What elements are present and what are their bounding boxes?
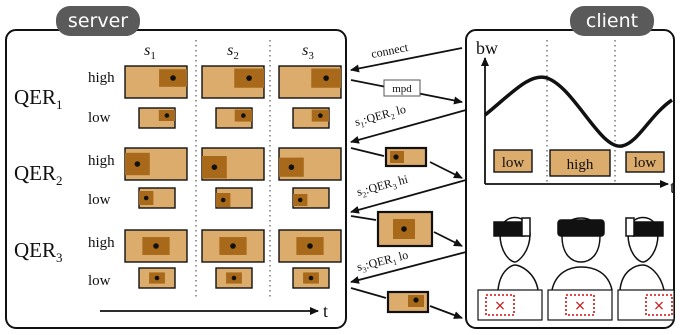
- request-s2-label: s2:QER3 hi: [355, 172, 410, 201]
- qer1-low-label: low: [88, 110, 111, 126]
- mpd-label: mpd: [392, 83, 412, 95]
- request-s3-arrow: s3:QER1 lo: [350, 248, 467, 284]
- client-tag-bg: [570, 6, 654, 36]
- qer1-high-label: high: [88, 70, 115, 86]
- quality-box-3: low: [625, 151, 665, 173]
- tile-qer3-s3-low: [292, 267, 330, 289]
- packet-s2: [376, 210, 434, 248]
- request-s1-arrow: s1:QER2 lo: [350, 102, 467, 144]
- quality-box-2: high: [549, 149, 611, 177]
- bandwidth-curve: [483, 75, 674, 148]
- server-tiles: [124, 65, 342, 289]
- connect-label: connect: [370, 40, 410, 61]
- server-tag-bg: [56, 6, 140, 36]
- client-title: client: [586, 10, 638, 32]
- tile-qer2-s1-low: [138, 187, 176, 209]
- tile-qer1-s3-high: [278, 65, 342, 99]
- svg-text:×: ×: [494, 298, 506, 314]
- qer3-low-label: low: [88, 273, 111, 289]
- client-tag: client: [570, 6, 654, 36]
- tile-qer3-s2-high: [201, 229, 265, 263]
- tile-qer2-s3-low: [292, 187, 330, 209]
- qer1-label: QER1: [14, 85, 63, 112]
- server-tag: server: [56, 6, 140, 36]
- server-time-label: t: [323, 301, 328, 321]
- tile-qer1-s2-low: [215, 107, 253, 129]
- packet-s1: [384, 146, 428, 168]
- viewer-head-left: [493, 216, 539, 291]
- viewer-head-center: [551, 217, 613, 291]
- missing-tile-3: ×: [645, 294, 673, 316]
- response-s1-arrow: [350, 147, 463, 179]
- viewer-head-right: [619, 216, 665, 291]
- tile-qer1-s2-high: [201, 65, 265, 99]
- quality-box-1: low: [493, 149, 533, 173]
- quality-box-1-label: low: [502, 155, 525, 171]
- tile-qer2-s1-high: [124, 147, 188, 181]
- segment-header-s2: s2: [227, 42, 239, 62]
- svg-text:×: ×: [653, 298, 665, 314]
- svg-text:×: ×: [574, 298, 586, 314]
- qer2-low-label: low: [88, 192, 111, 208]
- client-time-label: t: [670, 177, 675, 197]
- tile-qer3-s3-high: [278, 229, 342, 263]
- tile-qer3-s2-low: [215, 267, 253, 289]
- qer3-label: QER3: [14, 238, 63, 265]
- mpd-arrow: mpd: [350, 79, 463, 105]
- tile-qer3-s1-low: [138, 267, 176, 289]
- request-s1-label: s1:QER2 lo: [353, 102, 408, 131]
- request-s2-arrow: s2:QER3 hi: [350, 172, 467, 214]
- qer2-label: QER2: [14, 161, 63, 188]
- response-s2-arrow: [350, 215, 463, 247]
- tile-qer2-s2-high: [201, 147, 265, 181]
- tile-qer2-s3-high: [278, 147, 342, 181]
- qer3-high-label: high: [88, 235, 115, 251]
- connect-arrow: connect: [350, 40, 463, 73]
- tile-qer3-s1-high: [124, 229, 188, 263]
- client-panel: [465, 29, 675, 329]
- missing-tile-2: ×: [565, 294, 595, 316]
- server-title: server: [68, 10, 128, 32]
- qer2-high-label: high: [88, 153, 115, 169]
- tile-qer2-s2-low: [215, 187, 253, 209]
- packet-s3: [386, 290, 430, 314]
- segment-header-s3: s3: [302, 42, 314, 62]
- tile-qer1-s3-low: [292, 107, 330, 129]
- segment-header-s1: s1: [144, 42, 156, 62]
- request-s3-label: s3:QER1 lo: [355, 248, 410, 276]
- tile-qer1-s1-low: [138, 107, 176, 129]
- server-panel: [5, 29, 347, 329]
- quality-box-3-label: low: [634, 155, 657, 171]
- missing-tile-1: ×: [485, 294, 515, 316]
- quality-box-2-label: high: [567, 157, 594, 173]
- bw-label: bw: [476, 38, 498, 58]
- tile-qer1-s1-high: [124, 65, 188, 99]
- response-s3-arrow: [350, 287, 463, 319]
